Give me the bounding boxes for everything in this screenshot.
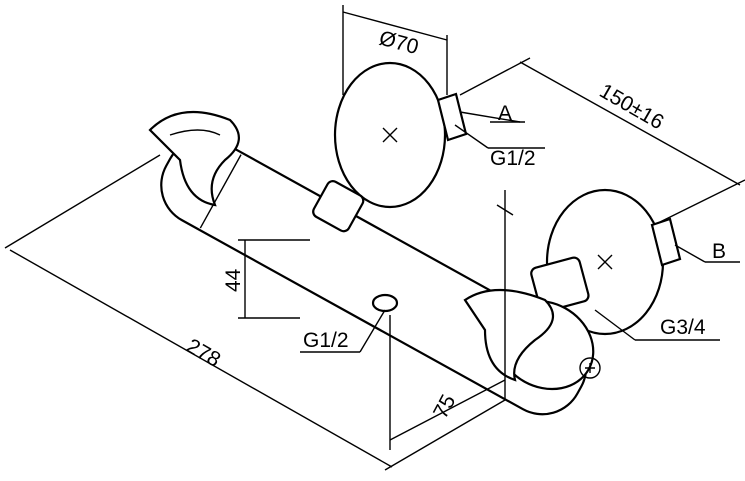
body-height-dimension: 44 (222, 239, 310, 319)
temperature-handle (148, 110, 240, 207)
mixer-body (160, 137, 588, 416)
outlet-thread-label: G1/2 (303, 329, 349, 352)
port-a-label: A (498, 102, 512, 125)
wall-flange-a: A G1/2 (333, 61, 545, 209)
inlet-a-thread-label: G1/2 (490, 147, 536, 170)
centre-distance-label: 150±16 (596, 79, 668, 134)
body-length-label: 278 (183, 334, 225, 371)
body-height-label: 44 (222, 268, 245, 292)
flow-handle: G3/4 (463, 288, 720, 391)
outlet-thread-callout: G1/2 (300, 293, 399, 353)
wall-flange-b: B (530, 188, 740, 336)
inlet-b-thread-label: G3/4 (660, 316, 706, 339)
port-b-label: B (712, 240, 726, 263)
